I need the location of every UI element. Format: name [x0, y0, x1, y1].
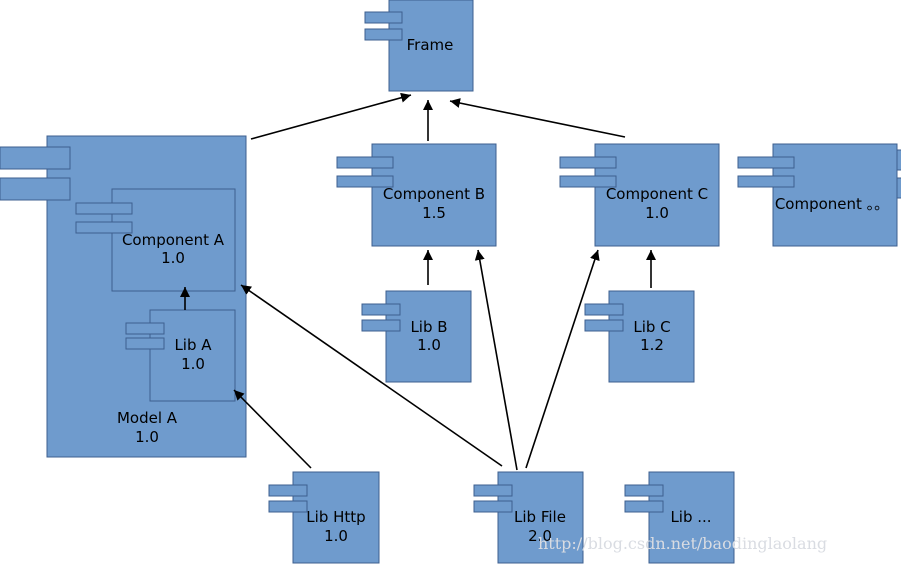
arrow-lib-file-to-component-a	[240, 284, 503, 467]
lib-a-version: 1.0	[181, 355, 205, 373]
frame-name: Frame	[407, 36, 454, 54]
lib-more: Lib ...	[624, 471, 735, 564]
lib-b: Lib B 1.0	[361, 290, 472, 383]
lib-c: Lib C 1.2	[584, 290, 695, 383]
component-b: Component B 1.5	[336, 143, 497, 247]
component-model-a: Model A 1.0 Component A 1.0 Lib A 1.0	[0, 135, 247, 458]
component-c: Component C 1.0	[559, 143, 720, 247]
model-a-version: 1.0	[135, 428, 159, 446]
arrow-component-c-to-frame	[449, 98, 626, 138]
model-a-name: Model A	[117, 409, 178, 427]
component-more-name: Component 。。	[775, 195, 889, 213]
lib-http-version: 1.0	[324, 527, 348, 545]
lib-file-name: Lib File	[514, 508, 566, 526]
component-b-version: 1.5	[422, 204, 446, 222]
component-a-version: 1.0	[161, 249, 185, 267]
watermark: http://blog.csdn.net/baodinglaolang	[538, 534, 827, 553]
component-c-name: Component C	[606, 185, 708, 203]
lib-b-version: 1.0	[417, 336, 441, 354]
lib-more-name: Lib ...	[670, 508, 711, 526]
arrow-lib-http-to-lib-a	[233, 389, 312, 469]
component-a: Component A 1.0	[75, 188, 236, 292]
arrow-lib-file-to-component-c	[525, 249, 600, 469]
lib-c-name: Lib C	[633, 318, 670, 336]
arrow-lib-file-to-component-b	[474, 249, 518, 471]
lib-c-version: 1.2	[640, 336, 664, 354]
lib-http: Lib Http 1.0	[268, 471, 380, 564]
component-a-name: Component A	[122, 231, 225, 249]
dependency-arrows	[180, 92, 656, 471]
arrow-model-a-to-frame	[250, 92, 412, 140]
lib-file-version: 2.0	[528, 527, 552, 545]
component-more: Component 。。	[737, 143, 901, 247]
component-c-version: 1.0	[645, 204, 669, 222]
component-b-name: Component B	[383, 185, 485, 203]
lib-a: Lib A 1.0	[125, 309, 236, 402]
lib-http-name: Lib Http	[306, 508, 365, 526]
lib-a-name: Lib A	[174, 336, 212, 354]
lib-file: Lib File 2.0	[473, 471, 584, 564]
lib-b-name: Lib B	[410, 318, 447, 336]
component-frame: Frame	[364, 0, 474, 92]
